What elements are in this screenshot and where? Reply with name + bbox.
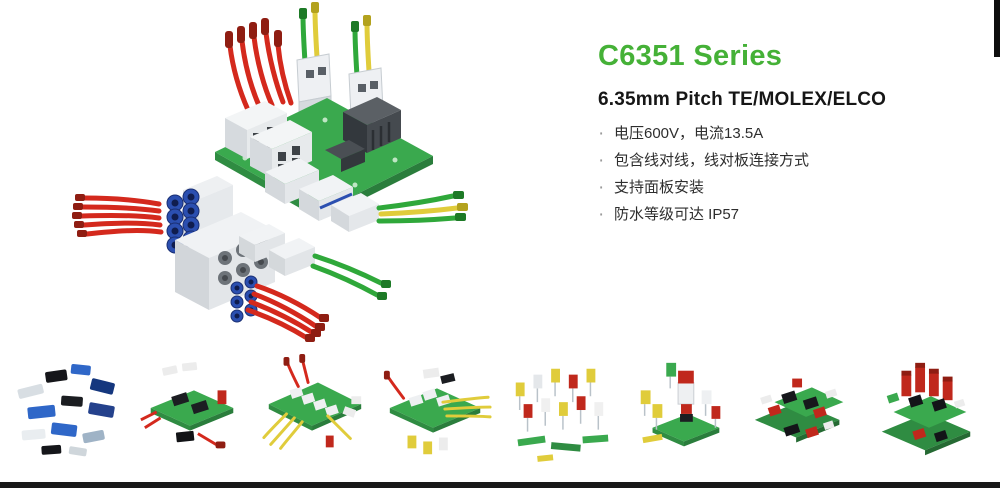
product-thumbnail-1[interactable]	[12, 352, 126, 470]
product-thumbnail-5[interactable]	[502, 352, 616, 470]
feature-item: · 防水等级可达 IP57	[598, 201, 978, 228]
hero-product-illustration	[25, 0, 570, 352]
connector-towers-image	[881, 362, 971, 456]
page-edge-bottom	[0, 482, 1000, 488]
page-edge-right	[994, 0, 1000, 57]
feature-text: 电压600V，电流13.5A	[614, 125, 764, 142]
bullet-dot: ·	[598, 204, 605, 225]
left-red-wire-tips	[72, 194, 87, 237]
vertical-connector-image	[640, 362, 721, 447]
dense-cluster-image	[755, 378, 844, 443]
board-housings	[225, 101, 312, 178]
feature-text: 包含线对线，线对板连接方式	[614, 152, 810, 169]
product-info: C6351 Series 6.35mm Pitch TE/MOLEX/ELCO …	[598, 40, 978, 228]
blue-wire-seals-lower	[230, 275, 258, 323]
feature-item: · 电压600V，电流13.5A	[598, 120, 978, 147]
red-wires-top	[227, 30, 294, 113]
green-output-wires	[310, 253, 386, 299]
bullet-dot: ·	[598, 123, 605, 144]
terminal-flags-image	[516, 368, 609, 462]
left-red-wires	[79, 195, 164, 237]
red-wire-tips-top	[225, 18, 282, 48]
product-subtitle: 6.35mm Pitch TE/MOLEX/ELCO	[598, 89, 887, 110]
pcb-headers-image	[383, 367, 492, 455]
feature-text: 支持面板安装	[614, 179, 705, 196]
product-thumbnail-7[interactable]	[747, 352, 861, 470]
product-thumbnail-8[interactable]	[870, 352, 984, 470]
feature-list: · 电压600V，电流13.5A · 包含线对线，线对板连接方式 · 支持面板安…	[598, 120, 978, 228]
middle-chain-wires	[376, 193, 460, 224]
pcb-connectors-image	[139, 362, 233, 449]
relay-component	[325, 97, 401, 172]
connector-assembly-image	[72, 2, 468, 342]
product-thumbnail-2[interactable]	[135, 352, 249, 470]
lower-red-wire-tips	[305, 314, 329, 342]
bullet-dot: ·	[598, 150, 605, 171]
product-thumbnail-4[interactable]	[380, 352, 494, 470]
feature-item: · 支持面板安装	[598, 174, 978, 201]
top-header-wire-tips	[299, 2, 371, 32]
housing-chain	[239, 224, 315, 276]
product-thumbnail-row	[12, 350, 984, 470]
loose-terminals-image	[17, 364, 115, 457]
feature-text: 防水等级可达 IP57	[614, 206, 740, 223]
top-header-wires	[300, 6, 372, 79]
pcb-wire-to-board-image	[262, 354, 362, 450]
bullet-dot: ·	[598, 177, 605, 198]
product-thumbnail-3[interactable]	[257, 352, 371, 470]
feature-item: · 包含线对线，线对板连接方式	[598, 147, 978, 174]
series-title: C6351 Series	[598, 40, 783, 72]
product-thumbnail-6[interactable]	[625, 352, 739, 470]
green-wire-tips	[377, 280, 391, 300]
middle-chain-wire-tips	[453, 191, 468, 221]
lower-red-wires	[245, 283, 324, 341]
middle-connector-chain	[265, 158, 379, 232]
